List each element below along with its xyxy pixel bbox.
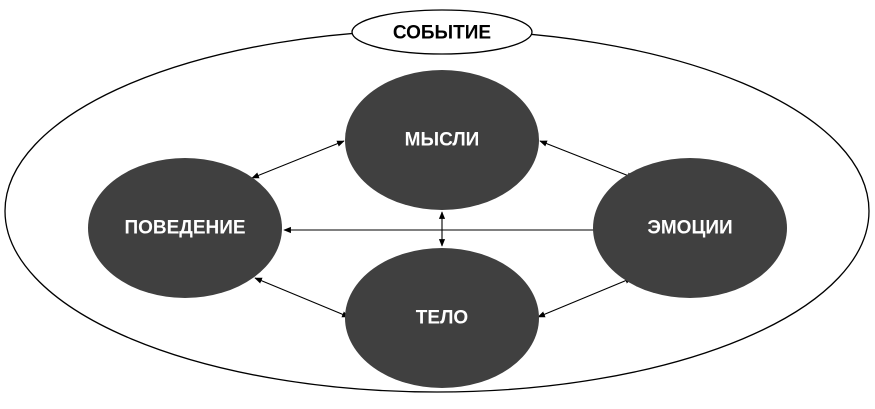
arrow-behavior-body [254,277,350,318]
node-thoughts-label: МЫСЛИ [405,130,480,151]
node-emotions-label: ЭМОЦИИ [647,218,732,239]
node-behavior: ПОВЕДЕНИЕ [88,158,282,298]
arrow-thoughts-behavior [251,140,345,179]
node-behavior-label: ПОВЕДЕНИЕ [124,218,245,239]
event-label-ellipse: СОБЫТИЕ [351,9,533,55]
node-body: ТЕЛО [345,248,539,388]
node-emotions: ЭМОЦИИ [593,158,787,298]
event-label: СОБЫТИЕ [393,23,491,44]
arrow-thoughts-emotions [539,140,635,179]
arrow-body-emotions [537,277,633,318]
node-body-label: ТЕЛО [416,308,468,329]
node-thoughts: МЫСЛИ [345,70,539,210]
